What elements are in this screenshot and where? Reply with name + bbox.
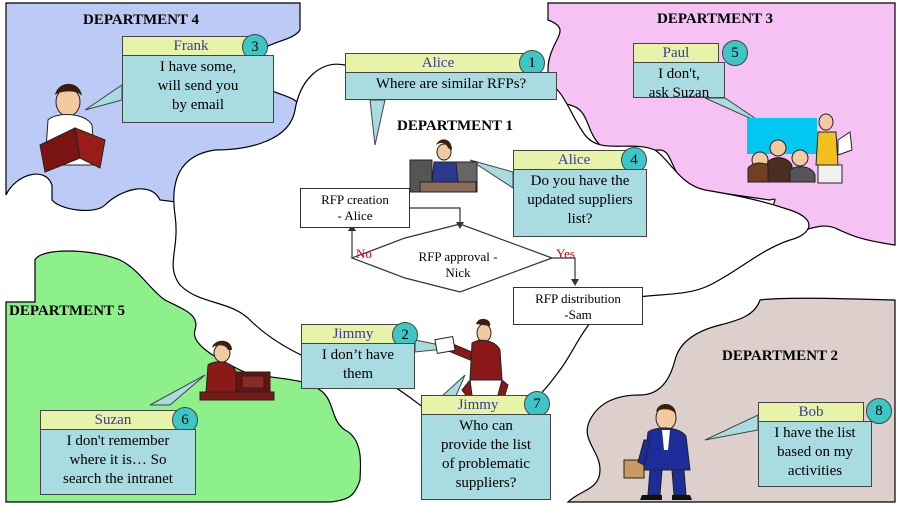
callout-message: I have the list based on my activities [758,421,872,487]
callout-message: Where are similar RFPs? [345,72,557,100]
flow-connector-yes [552,257,576,282]
callout-message: I have some, will send you by email [122,55,274,123]
callout-name: Jimmy [301,324,405,344]
callout-name: Frank [122,36,260,56]
branch-no-label: No [356,246,372,261]
callout-name: Alice [513,150,635,170]
department-5-label: DEPARTMENT 5 [9,303,126,319]
callout-name: Paul [633,43,719,63]
businessman-icon [623,403,692,500]
callout-message: I don't remember where it is… So search … [40,429,196,495]
callout-pointer-suzan6 [149,374,206,406]
department-4-label: DEPARTMENT 4 [83,12,200,28]
flow-connector-creation [410,207,461,226]
rfp-distribution-box: RFP distribution -Sam [513,287,643,325]
callout-message: I don't, ask Suzan [633,62,725,101]
callout-message: I don’t have them [301,343,415,389]
step-number-badge: 4 [621,147,647,173]
callout-name: Suzan [40,410,186,430]
callout-name: Alice [345,53,531,73]
callout-name: Jimmy [421,395,535,415]
step-number-badge: 5 [722,40,748,66]
branch-yes-label: Yes [556,246,575,261]
rfp-approval-label: RFP approval - Nick [418,249,498,280]
woman-at-computer-icon [199,340,275,401]
step-number-badge: 8 [866,398,892,424]
department-3-label: DEPARTMENT 3 [657,11,774,27]
rfp-creation-box: RFP creation - Alice [300,188,410,228]
step-number-badge: 6 [172,407,198,433]
woman-at-desk-icon [409,139,478,193]
meeting-group-icon [747,113,853,184]
step-number-badge: 1 [519,50,545,76]
woman-reading-icon [39,83,106,173]
flow-arrowhead-creation [456,222,464,229]
flow-arrowhead-yes [571,279,579,286]
callout-name: Bob [758,402,864,422]
callout-pointer-alice1 [369,99,386,146]
department-1-label: DEPARTMENT 1 [397,118,514,134]
callout-message: Do you have the updated suppliers list? [513,169,647,237]
man-presenting-icon [434,318,509,399]
callout-message: Who can provide the list of problematic … [421,414,551,500]
department-2-label: DEPARTMENT 2 [722,348,839,364]
